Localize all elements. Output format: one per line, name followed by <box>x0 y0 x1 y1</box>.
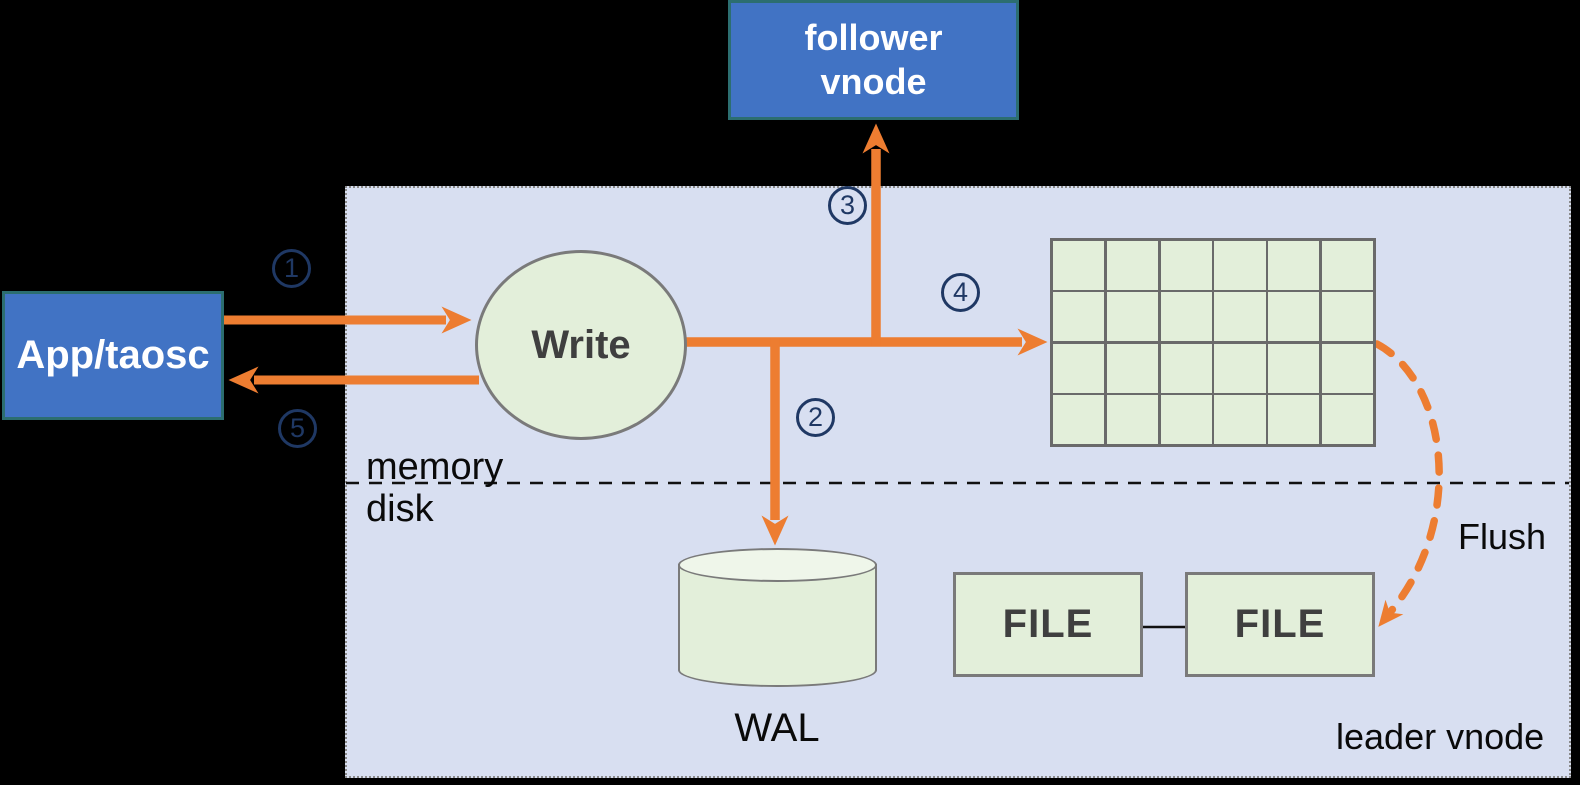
memtable-cell <box>1268 241 1320 290</box>
step-badge-2: 2 <box>796 398 835 437</box>
leader-vnode-label: leader vnode <box>1336 716 1545 757</box>
memtable-cell <box>1106 292 1158 342</box>
memtable-cell <box>1321 343 1373 393</box>
memtable-cell <box>1053 395 1105 444</box>
step-1-number: 1 <box>283 253 300 283</box>
follower-vnode-node: follower vnode <box>728 0 1019 120</box>
app-taosc-node: App/taosc <box>2 291 224 420</box>
file-left-label: FILE <box>1002 602 1094 646</box>
file-right-label: FILE <box>1234 602 1326 646</box>
memtable-cell <box>1268 395 1320 444</box>
step-2-number: 2 <box>807 402 824 432</box>
flush-label: Flush <box>1458 516 1547 557</box>
wal-cylinder-top <box>678 548 877 582</box>
memtable-cell <box>1106 343 1158 393</box>
step-badge-3: 3 <box>828 186 867 225</box>
write-node: Write <box>475 250 687 440</box>
step-4-number: 4 <box>952 277 969 307</box>
memtable-cell <box>1106 395 1158 444</box>
step-badge-1: 1 <box>272 249 311 288</box>
file-box-right: FILE <box>1185 572 1375 677</box>
file-box-left: FILE <box>953 572 1143 677</box>
memtable-cell <box>1214 343 1266 393</box>
disk-label: disk <box>366 488 434 530</box>
write-label: Write <box>531 322 631 367</box>
memtable-cell <box>1160 395 1212 444</box>
memtable-cell <box>1268 343 1320 393</box>
memtable-cell <box>1053 292 1105 342</box>
memtable-grid <box>1050 238 1376 447</box>
follower-vnode-label: follower vnode <box>804 17 943 102</box>
wal-cylinder-body <box>678 564 877 687</box>
step-5-number: 5 <box>289 413 306 443</box>
wal-cylinder <box>678 548 877 687</box>
step-badge-5: 5 <box>278 409 317 448</box>
memtable-cell <box>1106 241 1158 290</box>
memtable-cell <box>1160 292 1212 342</box>
memory-label: memory <box>366 446 504 488</box>
memtable-cell <box>1321 395 1373 444</box>
memtable-cell <box>1321 292 1373 342</box>
memtable-cell <box>1321 241 1373 290</box>
app-taosc-label: App/taosc <box>16 333 210 377</box>
memtable-cell <box>1053 343 1105 393</box>
step-badge-4: 4 <box>941 273 980 312</box>
memtable-cell <box>1160 241 1212 290</box>
memtable-cell <box>1160 343 1212 393</box>
step-3-number: 3 <box>839 190 856 220</box>
memtable-cell <box>1268 292 1320 342</box>
wal-label: WAL <box>734 706 820 750</box>
memtable-cell <box>1214 292 1266 342</box>
memtable-cell <box>1053 241 1105 290</box>
memtable-cell <box>1214 395 1266 444</box>
memtable-cell <box>1214 241 1266 290</box>
